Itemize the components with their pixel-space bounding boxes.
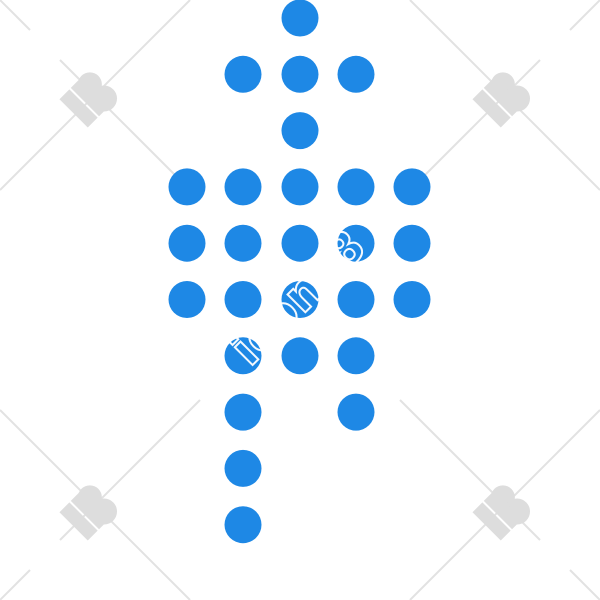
watermark-logo-icon [472, 72, 531, 128]
dot [393, 224, 431, 262]
dot [393, 168, 431, 206]
dot [281, 0, 319, 37]
watermark-line [399, 399, 471, 471]
watermark-logos [59, 72, 531, 541]
dot-matrix-figure-icon [168, 0, 431, 544]
dot [224, 55, 262, 93]
dot [281, 337, 319, 375]
watermark-line [0, 569, 31, 600]
dot [281, 224, 319, 262]
dot [168, 168, 206, 206]
dot [393, 281, 431, 318]
watermark-logo-icon [59, 485, 118, 541]
dot [281, 112, 319, 150]
dot [337, 55, 375, 93]
watermark-line [569, 569, 600, 600]
dot [224, 337, 262, 375]
dot [337, 224, 375, 262]
dot [224, 281, 262, 318]
dot [224, 168, 262, 206]
dot [168, 224, 206, 262]
dot [337, 393, 375, 431]
watermark-line [0, 0, 31, 31]
dot [337, 281, 375, 318]
dot [281, 281, 319, 318]
watermark-logo-icon [472, 485, 531, 541]
watermark-line [569, 0, 600, 31]
dot [337, 337, 375, 375]
dot [224, 449, 262, 487]
watermark-line [129, 399, 201, 471]
dot [168, 281, 206, 318]
dot [281, 55, 319, 93]
dot [337, 168, 375, 206]
watermark-logo-icon [59, 72, 118, 128]
dot [224, 224, 262, 262]
dot [224, 506, 262, 544]
dot [281, 168, 319, 206]
dot [224, 393, 262, 431]
